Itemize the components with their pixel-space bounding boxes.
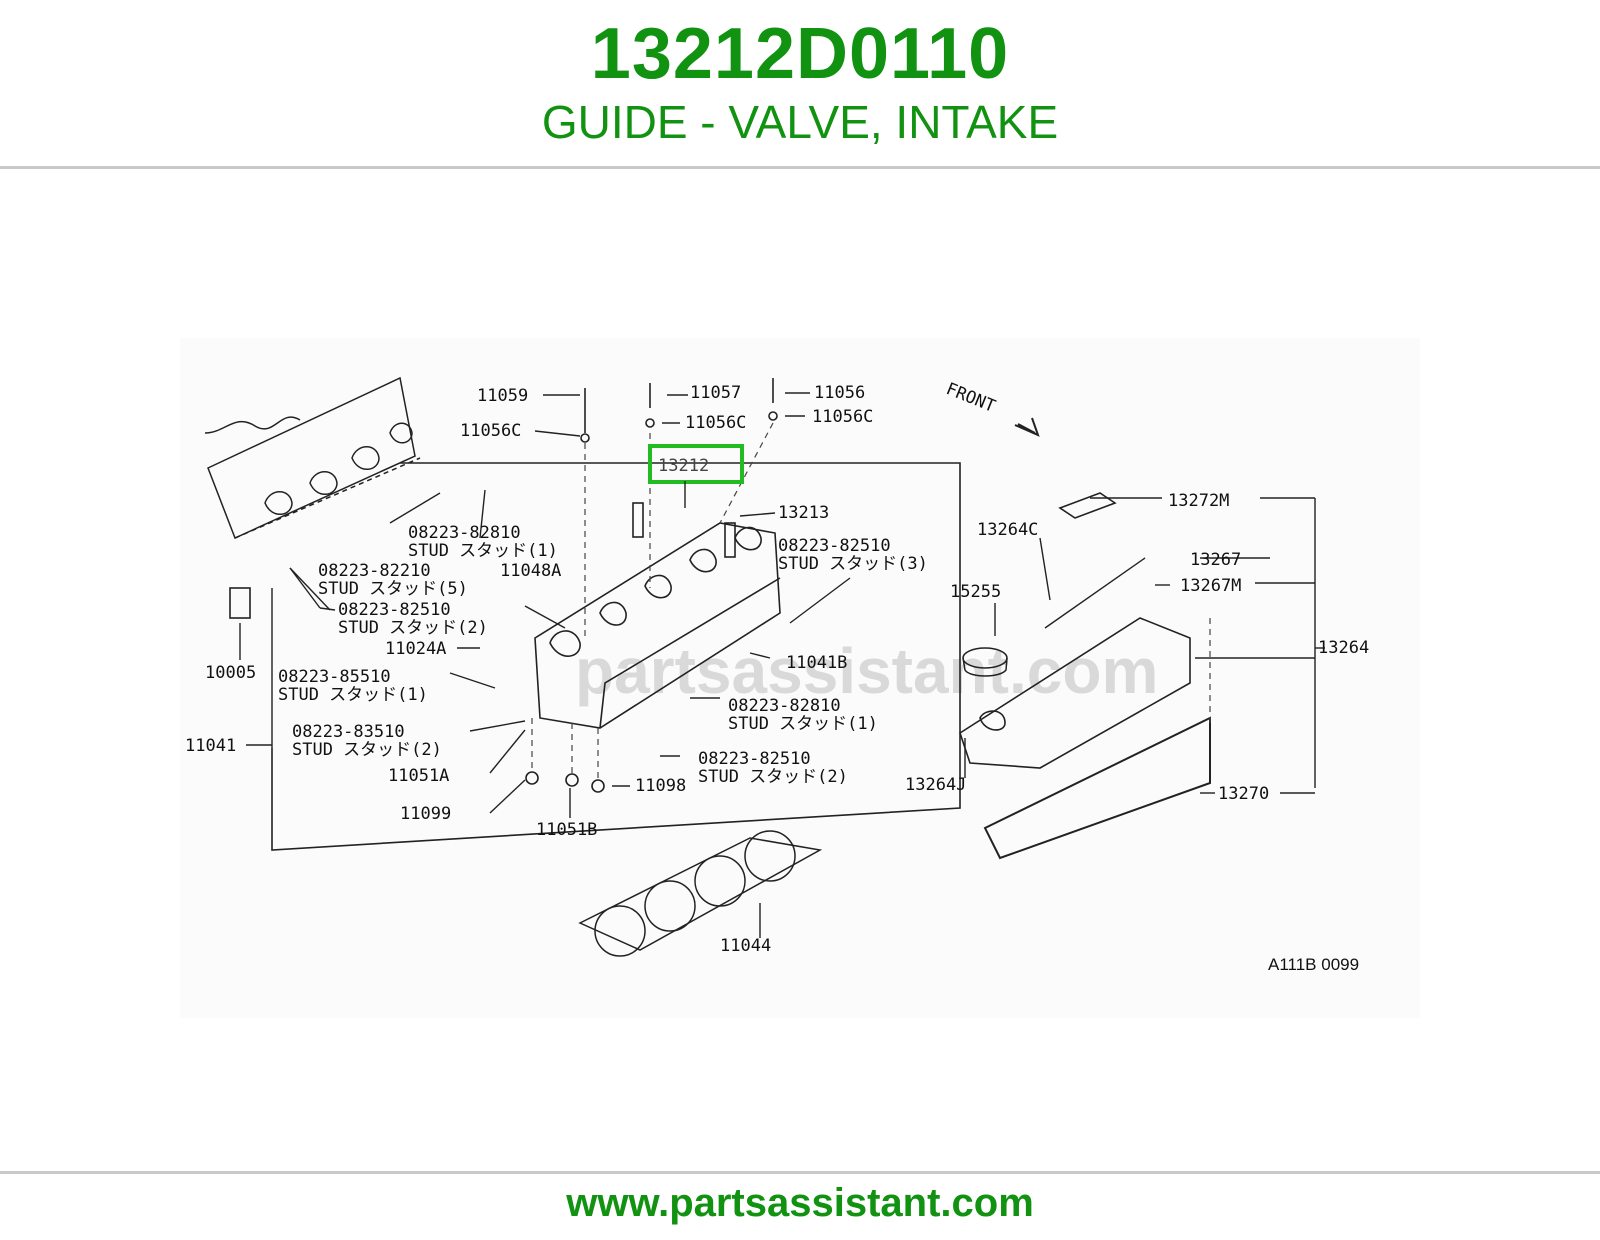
leader-lines	[239, 392, 1325, 938]
callout-stud-83510-num: 08223-83510	[292, 722, 405, 742]
highlight-13212	[648, 444, 744, 484]
callout-stud-85510-num: 08223-85510	[278, 667, 391, 687]
callout-stud-82510-b-txt: STUD スタッド(3)	[778, 554, 928, 574]
callout-11041b: 11041B	[786, 653, 847, 673]
callout-13267: 13267	[1190, 550, 1241, 570]
callout-stud-82510-a-num: 08223-82510	[338, 600, 451, 620]
assembly-frame	[271, 462, 961, 851]
callout-13264j: 13264J	[905, 775, 966, 795]
callout-11059: 11059	[477, 386, 528, 406]
rocker-cover-sketch	[959, 492, 1211, 860]
callout-11056c-mid: 11056C	[685, 413, 746, 433]
callout-stud-82810-a-txt: STUD スタッド(1)	[408, 541, 558, 561]
diagram-code: A111B 0099	[1268, 955, 1359, 974]
callout-11041: 11041	[185, 736, 236, 756]
callout-11048a: 11048A	[500, 561, 561, 581]
callout-13213: 13213	[778, 503, 829, 523]
callout-stud-82510-a-txt: STUD スタッド(2)	[338, 618, 488, 638]
callout-stud-82810-b-num: 08223-82810	[728, 696, 841, 716]
callout-11056c-right: 11056C	[812, 407, 873, 427]
bolts-sketch	[229, 378, 778, 793]
callout-15255: 15255	[950, 582, 1001, 602]
callout-13264: 13264	[1318, 638, 1369, 658]
callout-stud-82210-num: 08223-82210	[318, 561, 431, 581]
callout-11056: 11056	[814, 383, 865, 403]
callout-13212: 13212	[658, 456, 709, 476]
callout-stud-82510-b-num: 08223-82510	[778, 536, 891, 556]
parts-diagram: partsassistant.com	[180, 338, 1420, 1018]
callout-11044: 11044	[720, 936, 771, 956]
callout-13272m: 13272M	[1168, 491, 1229, 511]
callout-stud-82210-txt: STUD スタッド(5)	[318, 579, 468, 599]
manifold-sketch	[204, 376, 421, 540]
callout-13264c: 13264C	[977, 520, 1038, 540]
page-header: 13212D0110 GUIDE - VALVE, INTAKE	[0, 0, 1600, 168]
callout-stud-82510-c-num: 08223-82510	[698, 749, 811, 769]
head-gasket-sketch	[578, 830, 823, 957]
callout-11024a: 11024A	[385, 639, 446, 659]
top-divider	[0, 166, 1600, 169]
bottom-divider	[0, 1171, 1600, 1174]
callout-11099: 11099	[400, 804, 451, 824]
callout-10005: 10005	[205, 663, 256, 683]
part-description: GUIDE - VALVE, INTAKE	[541, 96, 1059, 148]
callout-11056c-left: 11056C	[460, 421, 521, 441]
callout-11098: 11098	[635, 776, 686, 796]
oil-cap-sketch	[962, 647, 1008, 677]
callout-stud-82810-b-txt: STUD スタッド(1)	[728, 714, 878, 734]
callout-stud-82510-c-txt: STUD スタッド(2)	[698, 767, 848, 787]
callout-13270: 13270	[1218, 784, 1269, 804]
callout-stud-82810-a-num: 08223-82810	[408, 523, 521, 543]
part-number-title: 13212D0110	[590, 14, 1010, 94]
callout-11057: 11057	[690, 383, 741, 403]
callout-stud-83510-txt: STUD スタッド(2)	[292, 740, 442, 760]
callout-11051a: 11051A	[388, 766, 449, 786]
callout-13267m: 13267M	[1180, 576, 1241, 596]
callout-stud-85510-txt: STUD スタッド(1)	[278, 685, 428, 705]
watermark: partsassistant.com	[575, 635, 1158, 707]
callout-11051b: 11051B	[536, 820, 597, 840]
footer-url[interactable]: www.partsassistant.com	[566, 1181, 1034, 1225]
